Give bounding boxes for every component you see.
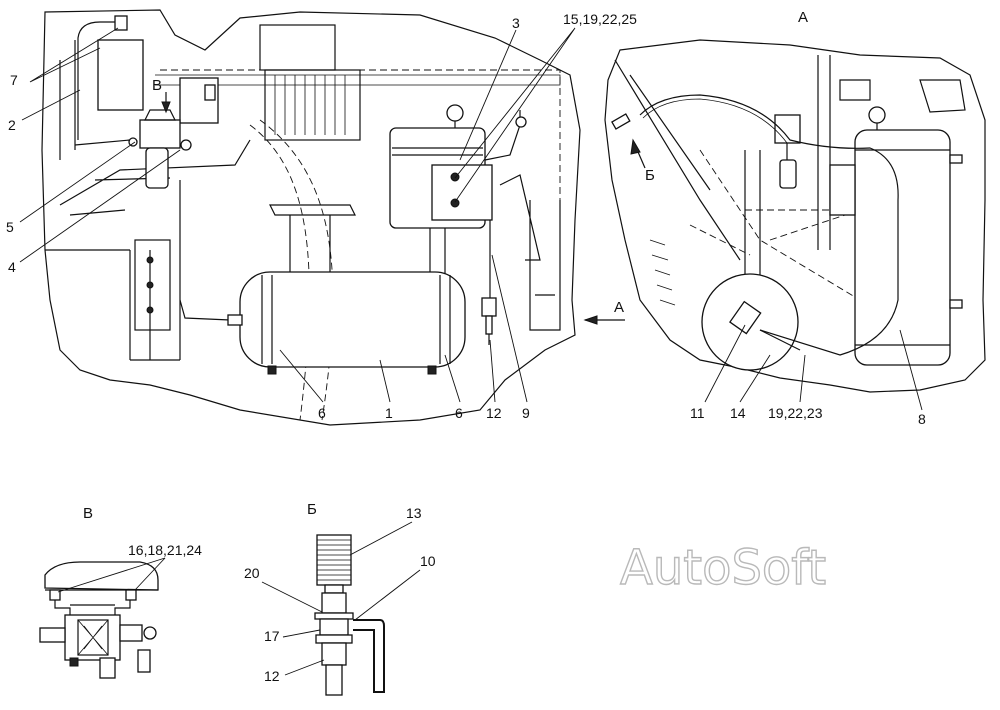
view-b-title: Б (307, 501, 317, 518)
callout-11: 11 (690, 405, 705, 421)
auxiliary-tank (389, 104, 527, 229)
view-a-arrowhead (583, 315, 598, 325)
support-column (269, 190, 491, 310)
view-v: В 16,18,21,24 (39, 505, 202, 679)
view-v-bracket (54, 592, 131, 615)
view-v-arrowhead (161, 101, 171, 114)
view-a-callouts: 11 14 19,22,23 8 (690, 324, 926, 427)
view-a-regulator (774, 114, 801, 189)
view-a-tank (854, 106, 963, 366)
callout-6-right: 6 (455, 405, 463, 421)
callout-3: 3 (512, 15, 520, 31)
view-v-cover (44, 561, 159, 591)
view-a-frame (614, 55, 831, 290)
drain-valve (481, 297, 497, 345)
callout-15-19-22-25: 15,19,22,25 (563, 11, 637, 27)
view-a-hose-inner (642, 98, 788, 144)
mounting-stand (499, 174, 561, 331)
view-a-top-hardware (839, 79, 966, 113)
view-b-bracket (353, 619, 385, 693)
callout-17: 17 (264, 628, 280, 644)
main-view-callouts: 7 2 5 4 3 15,19,22,25 6 1 6 12 9 (6, 11, 637, 421)
callout-7: 7 (10, 72, 18, 88)
pressure-regulator (128, 77, 219, 189)
callout-5: 5 (6, 219, 14, 235)
air-receiver (179, 271, 466, 375)
view-v-arrow-label: В (152, 77, 162, 94)
callout-14: 14 (730, 405, 746, 421)
callout-2: 2 (8, 117, 16, 133)
callout-10: 10 (420, 553, 436, 569)
callout-13: 13 (406, 505, 422, 521)
view-a: А (604, 9, 986, 393)
air-pipe-upper (74, 21, 131, 146)
view-a-brake-chamber (701, 273, 801, 371)
view-b: Б 13 10 20 17 12 (244, 501, 436, 696)
view-b-arrowhead (630, 138, 641, 155)
filter-housing (97, 39, 144, 111)
coupling-head-assembly (314, 534, 354, 696)
callout-1: 1 (385, 405, 393, 421)
view-a-cylinder (829, 164, 856, 216)
view-v-valve-body (39, 614, 157, 679)
main-view: А В (41, 9, 625, 426)
pipe-fitting (114, 15, 128, 31)
callout-19-22-23: 19,22,23 (768, 405, 823, 421)
callout-9: 9 (522, 405, 530, 421)
coupling-head (611, 113, 631, 130)
callout-12: 12 (486, 405, 502, 421)
view-b-arrow-label: Б (645, 167, 655, 184)
cab-frame (45, 40, 181, 361)
view-a-arrow-label: А (614, 299, 624, 316)
view-v-bolt-left (49, 589, 61, 601)
view-v-title: В (83, 505, 93, 522)
radiator (259, 24, 361, 141)
callout-4: 4 (8, 259, 16, 275)
callout-20: 20 (244, 565, 260, 581)
view-a-title: А (798, 9, 808, 26)
mounting-plate (134, 239, 171, 331)
view-a-hidden-lines (689, 149, 861, 301)
view-a-hose (639, 94, 899, 356)
view-v-bolt-right (125, 589, 137, 601)
autosoft-watermark: AutoSoft (620, 540, 826, 596)
main-view-outline (41, 9, 581, 426)
callout-12-view-b: 12 (264, 668, 280, 684)
callout-6-left: 6 (318, 405, 326, 421)
view-a-outline (604, 39, 986, 393)
view-a-side-ribs (649, 239, 676, 306)
callout-16-18-21-24: 16,18,21,24 (128, 542, 202, 558)
callout-8: 8 (918, 411, 926, 427)
